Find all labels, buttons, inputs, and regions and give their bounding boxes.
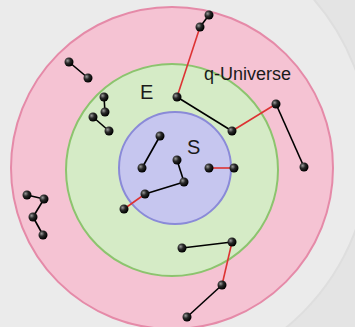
universe-region: SEq-Universe xyxy=(10,6,334,327)
region-label: E xyxy=(140,81,153,103)
region-label: S xyxy=(187,136,200,158)
environment-region: SE xyxy=(65,63,279,277)
region-label: q-Universe xyxy=(204,65,291,85)
